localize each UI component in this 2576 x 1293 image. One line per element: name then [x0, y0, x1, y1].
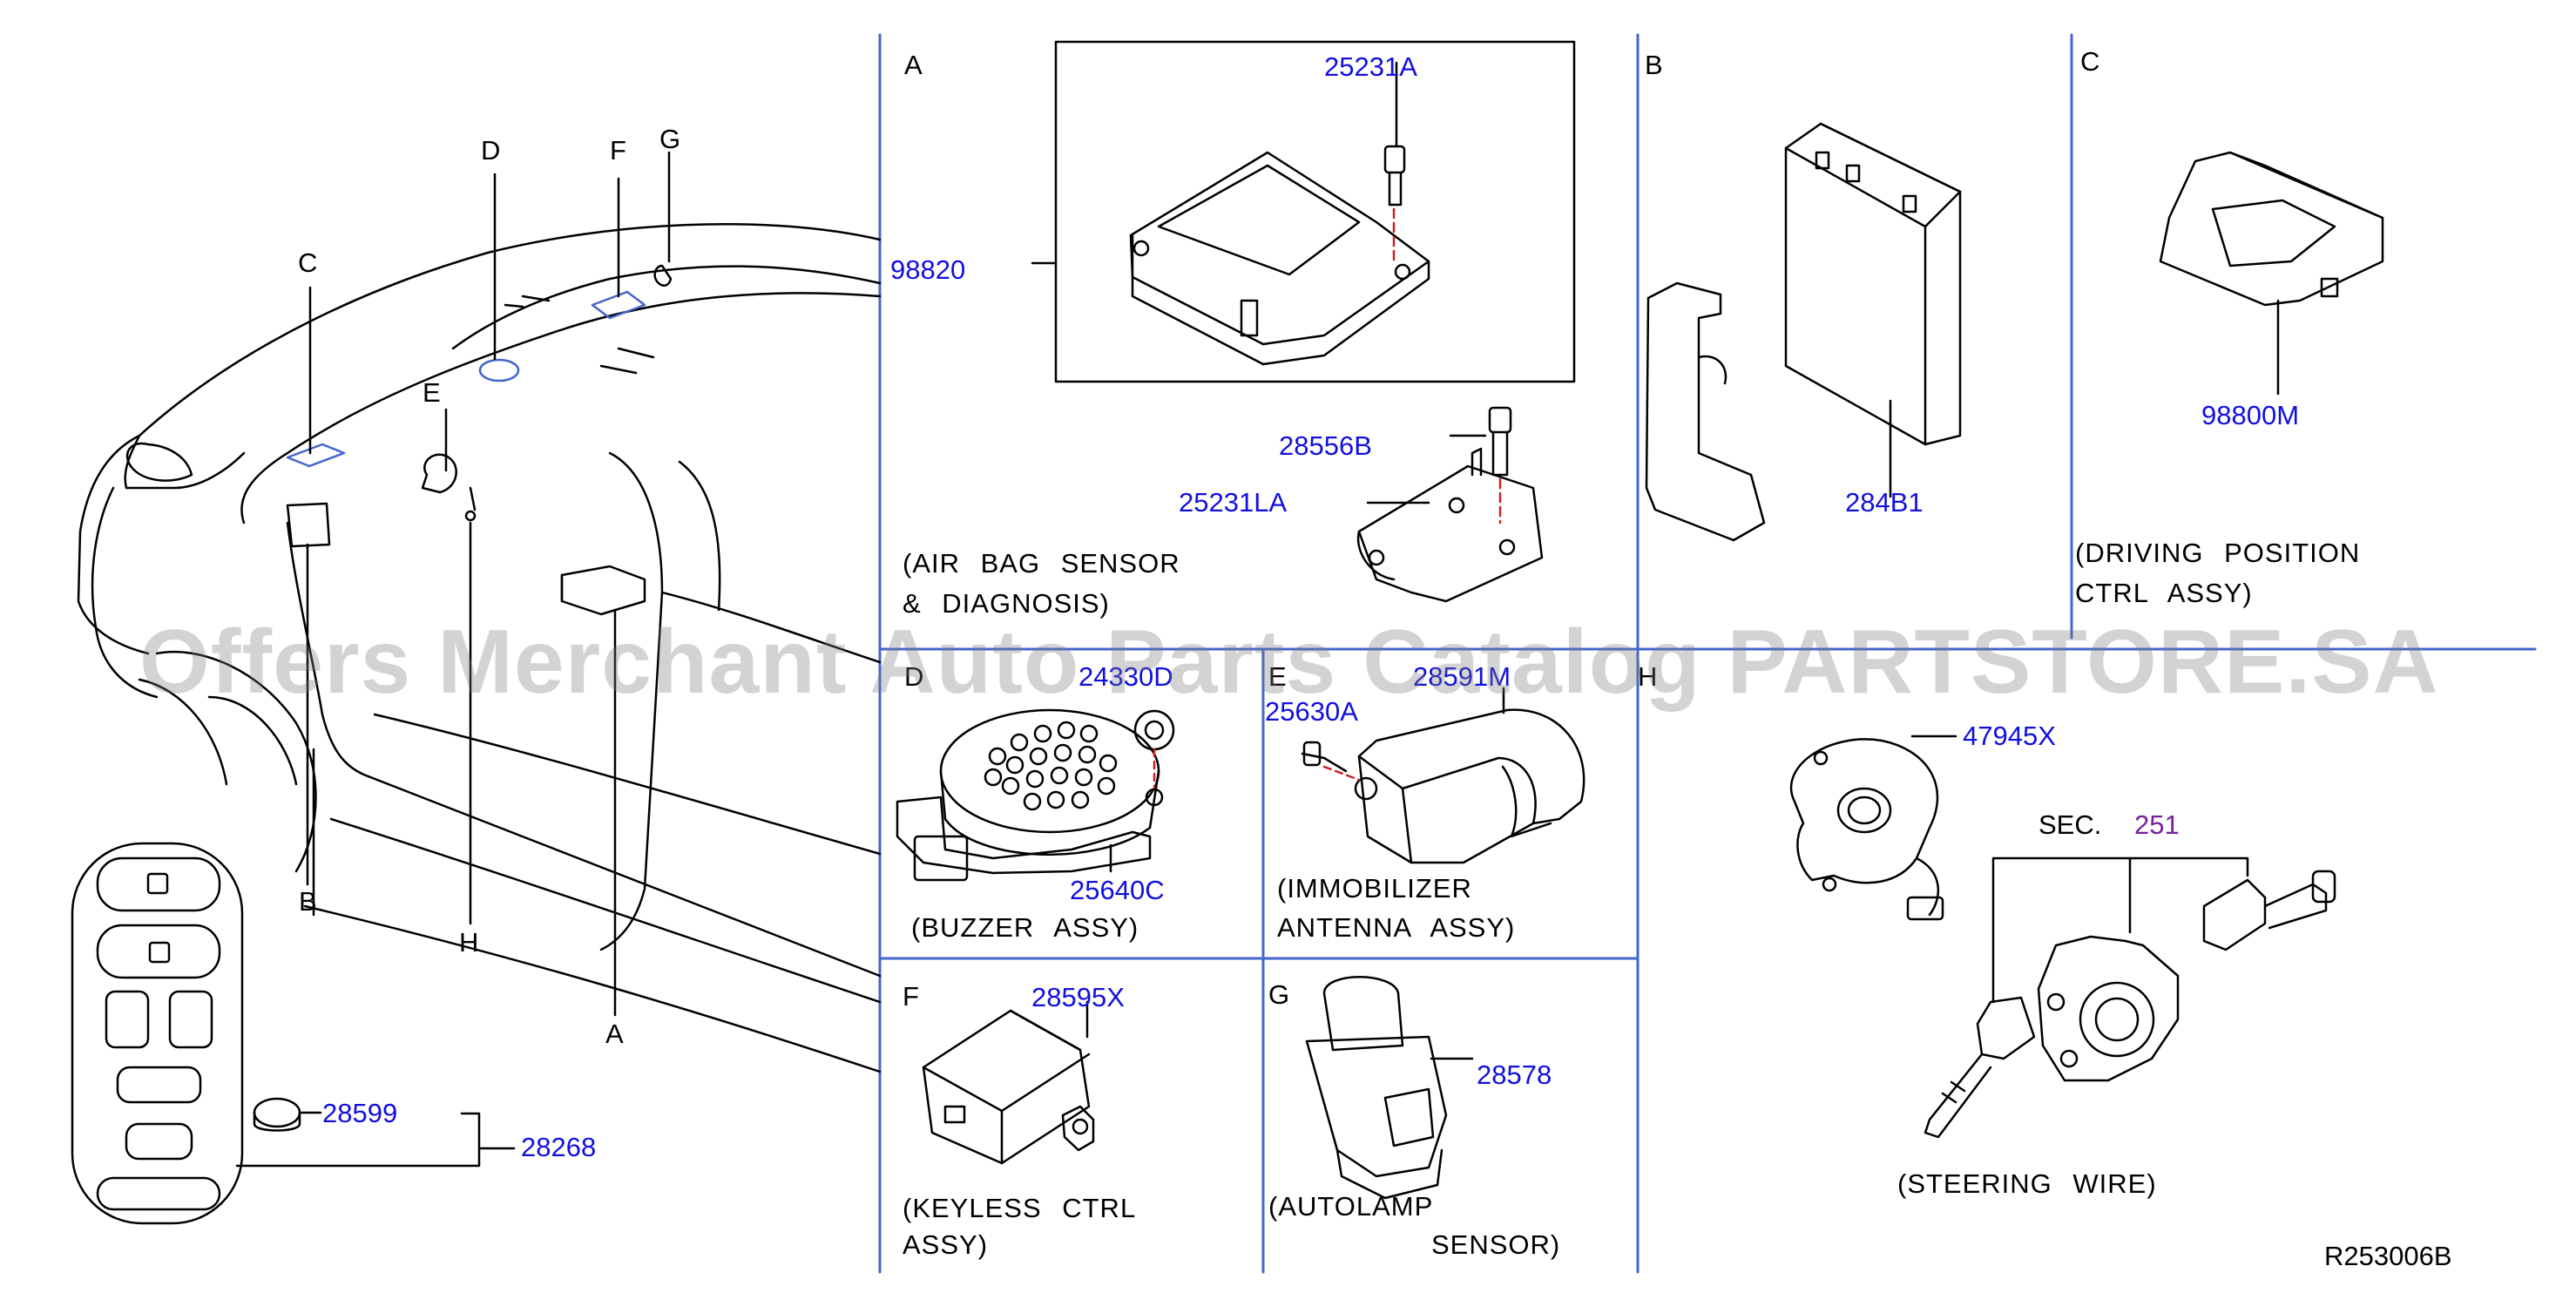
panel-d-letter: D [904, 661, 924, 692]
panel-a-caption-line2: & DIAGNOSIS) [903, 588, 1110, 619]
panel-e-caption-line2: ANTENNA ASSY) [1277, 912, 1516, 943]
vehicle-leaders [306, 151, 671, 1017]
vehicle-location-letter-g[interactable]: G [659, 124, 681, 154]
part-number-25231la[interactable]: 25231LA [1179, 487, 1288, 518]
vehicle-location-letter-d[interactable]: D [481, 135, 501, 166]
panel-e-caption-line1: (IMMOBILIZER [1277, 873, 1472, 904]
vehicle-location-letter-h[interactable]: H [459, 927, 479, 958]
part-number-28599[interactable]: 28599 [322, 1098, 398, 1128]
vehicle-location-letter-b[interactable]: B [299, 886, 317, 917]
vehicle-location-letter-a[interactable]: A [605, 1019, 624, 1049]
panel-f-caption-line1: (KEYLESS CTRL [903, 1193, 1137, 1223]
panel-c-drawing [2159, 151, 2384, 396]
part-number-28556b[interactable]: 28556B [1279, 430, 1372, 461]
panel-f-letter: F [903, 981, 919, 1012]
panel-a-caption-line1: (AIR BAG SENSOR [903, 548, 1180, 579]
part-number-25640c[interactable]: 25640C [1070, 875, 1165, 905]
diagram-code: R253006B [2324, 1241, 2452, 1271]
panel-g-caption-line1: (AUTOLAMP [1268, 1191, 1434, 1222]
panel-c-caption-line1: (DRIVING POSITION [2075, 538, 2361, 568]
part-number-28268[interactable]: 28268 [521, 1132, 597, 1162]
part-number-98820[interactable]: 98820 [890, 254, 966, 285]
part-number-28578[interactable]: 28578 [1477, 1059, 1552, 1090]
panel-d-drawing [896, 708, 1175, 882]
part-number-25630a[interactable]: 25630A [1265, 696, 1358, 727]
part-number-98800m[interactable]: 98800M [2201, 400, 2300, 430]
vehicle-outline [77, 222, 882, 1073]
panel-e-drawing [1301, 687, 1585, 864]
part-number-24330d[interactable]: 24330D [1078, 661, 1173, 692]
panel-g-caption-line2: SENSOR) [1431, 1229, 1561, 1260]
part-number-284b1[interactable]: 284B1 [1845, 487, 1924, 518]
sec-number-link[interactable]: 251 [2134, 809, 2180, 840]
part-number-28591m[interactable]: 28591M [1413, 661, 1511, 692]
panel-e-letter: E [1268, 661, 1287, 692]
panel-a-letter: A [904, 50, 923, 80]
vehicle-location-letter-f[interactable]: F [610, 135, 626, 166]
sec-label: SEC. [2038, 809, 2102, 840]
panel-h-caption: (STEERING WIRE) [1897, 1168, 2157, 1199]
panel-f-caption-line2: ASSY) [903, 1229, 989, 1260]
part-number-28595x[interactable]: 28595X [1031, 982, 1125, 1012]
panel-g-drawing [1305, 976, 1474, 1200]
part-number-25231a[interactable]: 25231A [1324, 51, 1417, 82]
panel-g-letter: G [1268, 979, 1290, 1010]
panel-b-drawing [1645, 122, 1962, 542]
panel-a-drawing [1031, 40, 1576, 603]
panel-b-letter: B [1645, 50, 1663, 80]
panel-grid [878, 33, 2537, 1274]
panel-f-drawing [922, 1000, 1095, 1165]
panel-c-caption-line2: CTRL ASSY) [2075, 578, 2253, 608]
remote-key-drawing [71, 842, 516, 1225]
vehicle-location-letter-c[interactable]: C [298, 247, 318, 278]
panel-d-caption: (BUZZER ASSY) [911, 912, 1139, 943]
buzzer-holes [984, 721, 1118, 811]
panel-h-drawing [1789, 735, 2336, 1139]
panel-h-letter: H [1638, 661, 1658, 692]
part-number-47945x[interactable]: 47945X [1963, 721, 2056, 751]
vehicle-location-letter-e[interactable]: E [423, 377, 441, 408]
panel-c-letter: C [2080, 46, 2100, 77]
